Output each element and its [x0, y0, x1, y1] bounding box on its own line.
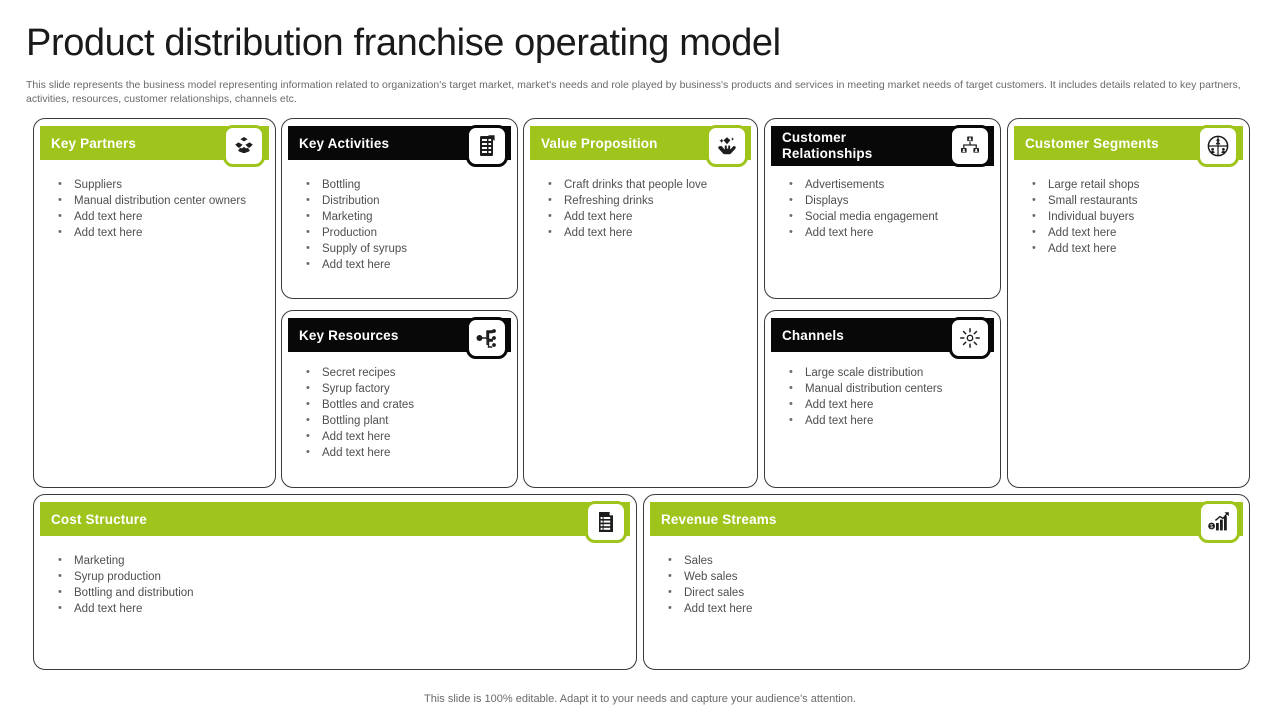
handshake-icon [223, 125, 265, 167]
card-key-activities[interactable]: Key Activities Bottling Distribution Mar… [281, 118, 518, 299]
list-item: Sales [656, 552, 1239, 569]
card-title-channels: Channels [782, 327, 844, 343]
list-item: Add text here [294, 444, 507, 461]
card-title-customer-relationships: Customer Relationships [782, 130, 873, 161]
invoice-list-icon [585, 501, 627, 543]
card-key-resources[interactable]: Key Resources Secret recipes Syrup facto… [281, 310, 518, 488]
list-item: Add text here [1020, 240, 1239, 257]
list-item: Add text here [1020, 224, 1239, 241]
card-title-revenue-streams: Revenue Streams [661, 511, 777, 527]
slide-footer: This slide is 100% editable. Adapt it to… [424, 693, 856, 705]
card-title-key-activities: Key Activities [299, 135, 390, 151]
card-channels[interactable]: Channels Large scale distribution Manual… [764, 310, 1001, 488]
list-item: Syrup factory [294, 380, 507, 397]
list-item: Production [294, 224, 507, 241]
list-item: Add text here [46, 224, 265, 241]
clipboard-checklist-icon [466, 125, 508, 167]
card-title-value-proposition: Value Proposition [541, 135, 658, 151]
list-key-partners: Suppliers Manual distribution center own… [46, 176, 265, 241]
list-item: Bottling [294, 176, 507, 193]
card-header-cost-structure: Cost Structure [40, 502, 630, 536]
list-value-proposition: Craft drinks that people love Refreshing… [536, 176, 747, 241]
card-customer-relationships[interactable]: Customer Relationships Advertisements [764, 118, 1001, 299]
list-item: Add text here [294, 256, 507, 273]
list-item: Add text here [536, 208, 747, 225]
card-title-key-resources: Key Resources [299, 327, 399, 343]
list-item: Manual distribution center owners [46, 192, 265, 209]
list-item: Bottling and distribution [46, 584, 626, 601]
card-header-revenue-streams: Revenue Streams [650, 502, 1243, 536]
list-item: Refreshing drinks [536, 192, 747, 209]
list-item: Add text here [777, 224, 990, 241]
list-item: Marketing [46, 552, 626, 569]
list-item: Supply of syrups [294, 240, 507, 257]
card-customer-segments[interactable]: Customer Segments Large retail shops Sma… [1007, 118, 1250, 488]
diamond-in-hands-icon [706, 125, 748, 167]
list-customer-segments: Large retail shops Small restaurants Ind… [1020, 176, 1239, 257]
list-item: Displays [777, 192, 990, 209]
list-item: Add text here [46, 208, 265, 225]
list-item: Web sales [656, 568, 1239, 585]
list-cost-structure: Marketing Syrup production Bottling and … [46, 552, 626, 617]
svg-text:$: $ [1210, 524, 1213, 530]
page-title: Product distribution franchise operating… [26, 22, 781, 64]
list-item: Syrup production [46, 568, 626, 585]
list-channels: Large scale distribution Manual distribu… [777, 364, 990, 429]
list-item: Small restaurants [1020, 192, 1239, 209]
list-item: Individual buyers [1020, 208, 1239, 225]
card-cost-structure[interactable]: Cost Structure Marketing Syrup productio… [33, 494, 637, 670]
list-item: Social media engagement [777, 208, 990, 225]
list-item: Distribution [294, 192, 507, 209]
list-item: Add text here [777, 412, 990, 429]
network-nodes-icon [466, 317, 508, 359]
list-item: Marketing [294, 208, 507, 225]
list-item: Secret recipes [294, 364, 507, 381]
list-item: Direct sales [656, 584, 1239, 601]
list-item: Craft drinks that people love [536, 176, 747, 193]
list-item: Add text here [536, 224, 747, 241]
list-item: Bottles and crates [294, 396, 507, 413]
card-key-partners[interactable]: Key Partners Suppliers Manual distributi… [33, 118, 276, 488]
list-key-activities: Bottling Distribution Marketing Producti… [294, 176, 507, 273]
list-item: Add text here [777, 396, 990, 413]
list-item: Large scale distribution [777, 364, 990, 381]
list-revenue-streams: Sales Web sales Direct sales Add text he… [656, 552, 1239, 617]
card-revenue-streams[interactable]: Revenue Streams $ Sales Web sales Direct… [643, 494, 1250, 670]
card-value-proposition[interactable]: Value Proposition Craft drinks that peop… [523, 118, 758, 488]
hub-burst-icon [949, 317, 991, 359]
list-item: Add text here [294, 428, 507, 445]
list-customer-relationships: Advertisements Displays Social media eng… [777, 176, 990, 241]
list-item: Large retail shops [1020, 176, 1239, 193]
list-key-resources: Secret recipes Syrup factory Bottles and… [294, 364, 507, 461]
list-item: Suppliers [46, 176, 265, 193]
list-item: Bottling plant [294, 412, 507, 429]
list-item: Add text here [46, 600, 626, 617]
list-item: Manual distribution centers [777, 380, 990, 397]
card-title-cost-structure: Cost Structure [51, 511, 147, 527]
slide-subtitle: This slide represents the business model… [26, 79, 1241, 105]
card-title-customer-segments: Customer Segments [1025, 135, 1159, 151]
list-item: Add text here [656, 600, 1239, 617]
list-item: Advertisements [777, 176, 990, 193]
growth-chart-coin-icon: $ [1198, 501, 1240, 543]
people-segments-icon [1197, 125, 1239, 167]
org-chart-icon [949, 125, 991, 167]
card-title-key-partners: Key Partners [51, 135, 137, 151]
